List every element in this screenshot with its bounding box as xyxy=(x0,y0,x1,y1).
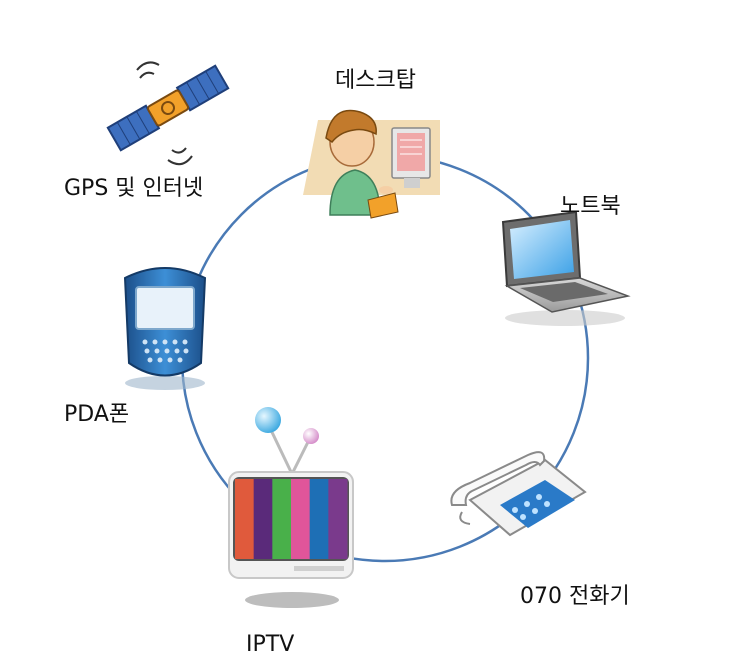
desk-phone-icon xyxy=(450,451,587,537)
desktop-label: 데스크탑 xyxy=(335,68,416,93)
phone-label: 070 전화기 xyxy=(520,584,630,609)
satellite-icon xyxy=(106,61,230,166)
desktop-user-icon xyxy=(303,109,440,219)
pda-phone-icon xyxy=(123,267,207,390)
tv-color-bar xyxy=(291,479,311,559)
gps-label: GPS 및 인터넷 xyxy=(64,176,204,201)
laptop-label: 노트북 xyxy=(560,194,621,219)
tv-color-bar xyxy=(235,479,255,559)
laptop-icon xyxy=(501,210,631,326)
tv-color-bar xyxy=(253,479,273,559)
tv-color-bar xyxy=(328,479,348,559)
tv-color-bar xyxy=(272,479,292,559)
tv-color-bar xyxy=(309,479,329,559)
tv-icon xyxy=(228,407,354,608)
iptv-label: IPTV xyxy=(246,632,295,657)
pda-label: PDA폰 xyxy=(64,402,130,427)
